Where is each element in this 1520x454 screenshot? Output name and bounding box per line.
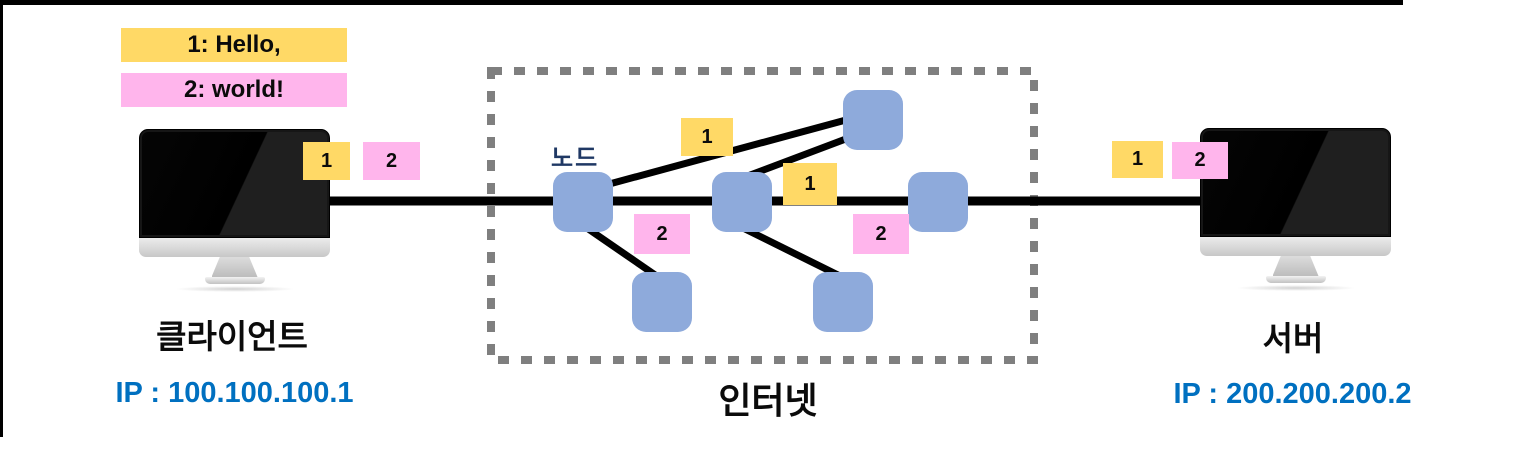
- internet-packet-2b: 2: [853, 214, 909, 254]
- internet-packet-2a: 2: [634, 214, 690, 254]
- server-label: 서버: [1262, 320, 1324, 357]
- server-monitor-shadow: [1235, 285, 1356, 291]
- server-monitor: [1200, 128, 1391, 291]
- internet-node-bottom-left: [632, 272, 692, 332]
- client-packet-2: 2: [363, 142, 420, 180]
- server-monitor-stand: [1272, 256, 1319, 276]
- node-label: 노드: [551, 145, 600, 172]
- server-packet-1: 1: [1112, 141, 1163, 178]
- server-monitor-base: [1265, 276, 1326, 283]
- internet-node-left: [553, 172, 613, 232]
- top-edge-strip: [0, 0, 1403, 5]
- link-nodeA-nodeE: [582, 223, 663, 282]
- server-monitor-screen: [1200, 128, 1391, 237]
- client-monitor-chin: [139, 238, 330, 257]
- client-ip-label: IP : 100.100.100.1: [115, 377, 354, 409]
- internet-node-bottom-right: [813, 272, 873, 332]
- internet-packet-1a: 1: [681, 118, 733, 156]
- legend-packet-2: 2: world!: [121, 73, 347, 107]
- client-monitor-screen: [139, 129, 330, 238]
- server-monitor-chin: [1200, 237, 1391, 256]
- internet-packet-1b: 1: [783, 163, 837, 205]
- server-ip-label: IP : 200.200.200.2: [1173, 378, 1412, 410]
- internet-node-right: [908, 172, 968, 232]
- client-monitor-shadow: [174, 286, 295, 292]
- legend-packet-1: 1: Hello,: [121, 28, 347, 62]
- client-monitor-base: [204, 277, 265, 284]
- client-label: 클라이언트: [156, 318, 308, 355]
- internet-node-top: [843, 90, 903, 150]
- internet-label: 인터넷: [718, 380, 818, 421]
- internet-node-middle: [712, 172, 772, 232]
- client-packet-1: 1: [303, 142, 350, 180]
- server-packet-2: 2: [1172, 142, 1228, 179]
- link-nodeB-nodeF: [737, 222, 846, 282]
- internet-dashed-border: [487, 67, 1038, 364]
- client-monitor: [139, 129, 330, 292]
- client-monitor-stand: [211, 257, 258, 277]
- left-edge-strip: [0, 0, 3, 437]
